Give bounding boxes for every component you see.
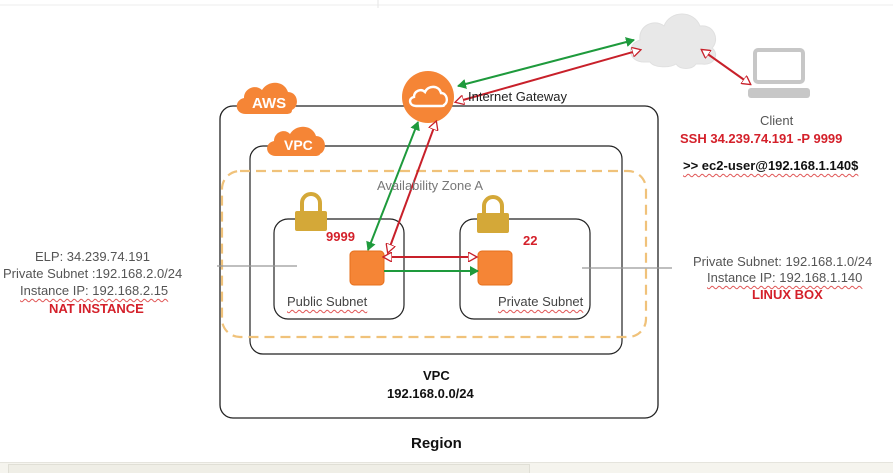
client-ssh-user: >> ec2-user@192.168.1.140$ [683, 158, 859, 173]
linux-private-subnet: Private Subnet: 192.168.1.0/24 [693, 254, 873, 269]
client-label: Client [760, 113, 794, 128]
green-arrow [457, 37, 635, 89]
internet-cloud-icon [630, 13, 717, 69]
lock-icon [477, 195, 509, 233]
public-port-label: 9999 [326, 229, 355, 244]
internet-gateway-label: Internet Gateway [468, 89, 567, 104]
nat-private-subnet: Private Subnet :192.168.2.0/24 [3, 266, 183, 281]
region-label: Region [411, 435, 462, 452]
linux-box-title: LINUX BOX [752, 287, 823, 302]
client-computer-icon [748, 48, 810, 98]
private-subnet-label: Private Subnet [498, 294, 584, 309]
ec2-instance-icon [477, 250, 513, 286]
public-subnet-label: Public Subnet [287, 294, 368, 309]
linux-instance-ip: Instance IP: 192.168.1.140 [707, 270, 863, 285]
vpc-badge-label: VPC [284, 137, 313, 153]
client-ssh-command: SSH 34.239.74.191 -P 9999 [680, 131, 843, 146]
availability-zone-label: Availability Zone A [377, 178, 483, 193]
internet-gateway-icon [402, 71, 454, 123]
red-arrow [388, 122, 436, 252]
vpc-cidr: 192.168.0.0/24 [387, 386, 474, 401]
aws-cloud-icon [236, 82, 297, 114]
vpc-cloud-icon [267, 126, 325, 156]
private-subnet-box [459, 218, 591, 320]
red-arrow [702, 50, 750, 84]
nat-instance-ip: Instance IP: 192.168.2.15 [20, 283, 169, 298]
aws-badge-label: AWS [252, 95, 287, 112]
horizontal-scrollbar-thumb[interactable] [8, 464, 530, 473]
lock-icon [295, 192, 327, 231]
ec2-instance-icon [349, 250, 385, 286]
availability-zone-box [220, 169, 648, 339]
private-port-label: 22 [523, 233, 538, 248]
red-arrow [456, 50, 640, 102]
nat-elp: ELP: 34.239.74.191 [35, 249, 150, 264]
nat-instance-title: NAT INSTANCE [49, 301, 144, 316]
vpc-title: VPC [423, 368, 450, 383]
public-subnet-box [273, 218, 405, 320]
